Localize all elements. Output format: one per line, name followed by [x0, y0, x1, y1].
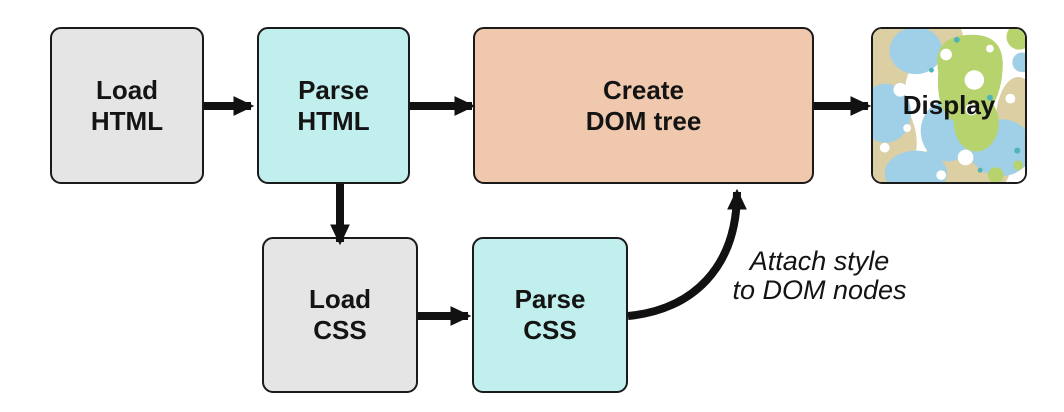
- node-create-dom-tree-label: Create DOM tree: [585, 74, 702, 136]
- display-teal-dots: [929, 36, 1021, 173]
- node-display-label: Display: [902, 90, 996, 121]
- node-load-css: Load CSS: [262, 237, 418, 393]
- node-display: Display: [871, 27, 1027, 184]
- node-parse-html-label: Parse HTML: [297, 74, 370, 136]
- node-load-html-label: Load HTML: [90, 74, 164, 136]
- display-collage-pattern: [873, 29, 1025, 182]
- annotation-attach-style: Attach style to DOM nodes: [732, 246, 907, 305]
- node-parse-html: Parse HTML: [257, 27, 410, 184]
- node-parse-css: Parse CSS: [472, 237, 628, 393]
- node-load-html: Load HTML: [50, 27, 204, 184]
- node-load-css-label: Load CSS: [308, 284, 372, 345]
- node-parse-css-label: Parse CSS: [514, 284, 586, 345]
- display-white-dots: [879, 44, 1016, 181]
- node-create-dom-tree: Create DOM tree: [473, 27, 814, 184]
